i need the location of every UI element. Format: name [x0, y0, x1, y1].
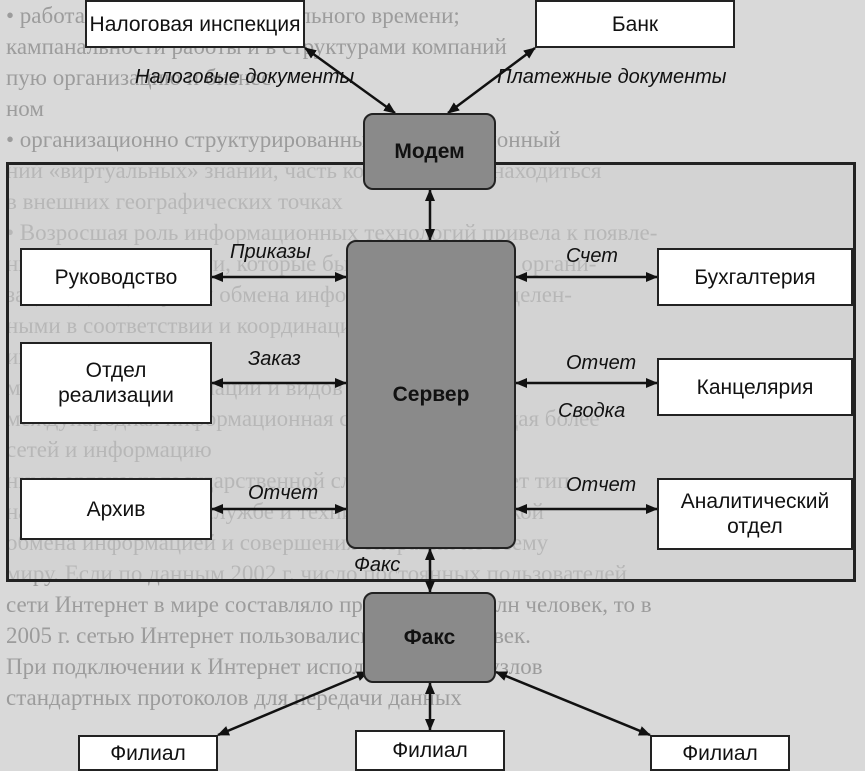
arrow-bank-modem: [447, 46, 536, 115]
node-branch-2: Филиал: [355, 730, 505, 771]
node-branch-3: Филиал: [650, 735, 790, 771]
node-sales-department: Отдел реализации: [20, 342, 212, 424]
node-accounting: Бухгалтерия: [657, 248, 853, 306]
node-modem: Модем: [363, 113, 496, 190]
arrow-fax-branch1: [217, 670, 369, 737]
label-invoice: Счет: [566, 245, 618, 267]
label-order: Заказ: [248, 348, 301, 370]
label-report-archive: Отчет: [248, 482, 319, 504]
node-server: Сервер: [346, 240, 516, 549]
background-text-line: пую организацию и бизнес: [6, 65, 272, 90]
label-payment-documents: Платежные документы: [497, 66, 727, 88]
arrow-tax-modem: [304, 46, 396, 115]
node-branch-1: Филиал: [78, 735, 218, 771]
node-analytics-department: Аналитический отдел: [657, 478, 853, 550]
background-text-line: сети Интернет в мире составляло примерно…: [6, 592, 652, 617]
label-report-analytics: Отчет: [566, 474, 637, 496]
node-bank: Банк: [535, 0, 735, 48]
node-fax: Факс: [363, 592, 496, 683]
label-summary: Сводка: [558, 400, 626, 422]
node-management: Руководство: [20, 248, 212, 306]
node-office: Канцелярия: [657, 358, 853, 416]
label-tax-documents: Налоговые документы: [135, 66, 355, 88]
arrow-fax-branch3: [495, 670, 651, 737]
label-fax-link: Факс: [354, 554, 401, 576]
label-orders: Приказы: [230, 241, 311, 263]
node-archive: Архив: [20, 478, 212, 540]
node-tax-inspection: Налоговая инспекция: [85, 0, 305, 48]
label-report-office: Отчет: [566, 352, 637, 374]
background-text-line: ном: [6, 96, 44, 121]
